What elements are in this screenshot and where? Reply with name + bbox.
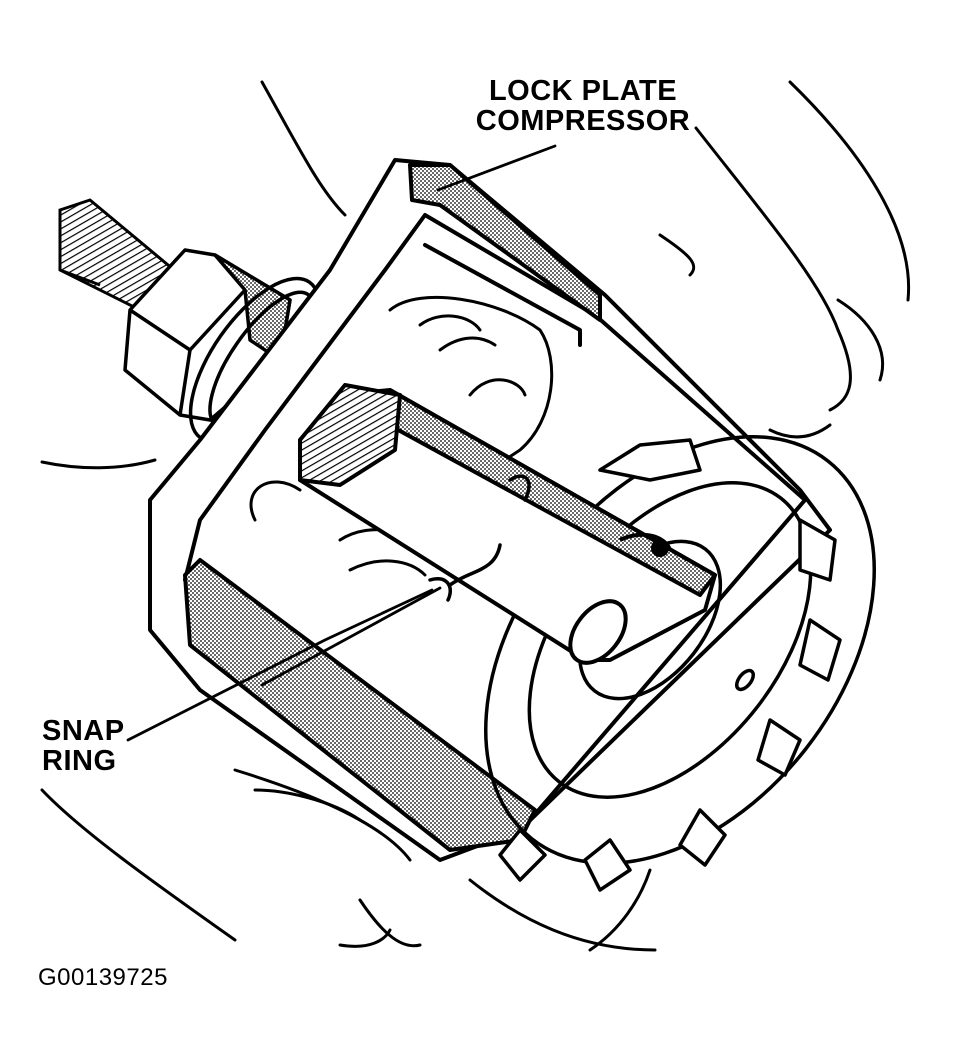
snap-ring-label: SNAP RING bbox=[42, 716, 125, 777]
pressing-rod bbox=[298, 383, 717, 665]
lock-plate-label-line2: COMPRESSOR bbox=[475, 105, 691, 138]
lock-plate-compressor-label: LOCK PLATE COMPRESSOR bbox=[468, 76, 698, 137]
lock-plate-label-line1: LOCK PLATE bbox=[488, 75, 678, 107]
leader-lines bbox=[126, 144, 557, 742]
figure-id: G00139725 bbox=[38, 964, 168, 991]
snap-ring-label-line2: RING bbox=[42, 745, 117, 778]
lock-plate-leader bbox=[436, 144, 557, 192]
snap-ring-leader bbox=[126, 588, 434, 742]
snap-ring-label-line1: SNAP bbox=[42, 715, 125, 747]
snap-ring bbox=[428, 474, 531, 602]
